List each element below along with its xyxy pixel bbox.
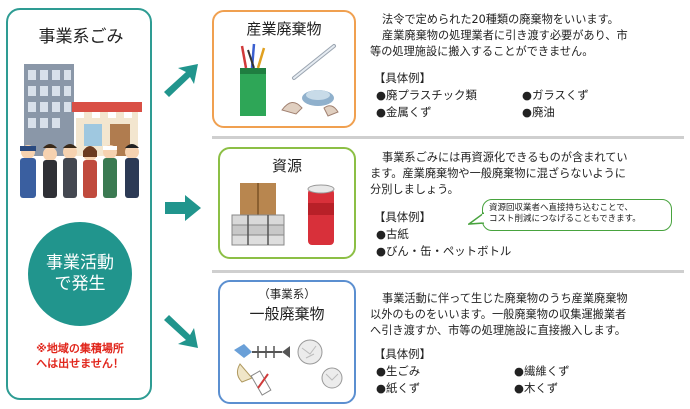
resources-example-2: ●びん・缶・ペットボトル — [376, 244, 512, 258]
industrial-examples-label: 【具体例】 — [374, 71, 431, 85]
general-example-4: ●木くず — [514, 381, 559, 395]
arrow-down-right-icon — [164, 315, 198, 348]
warning-line-1: ※地域の集積場所 — [36, 342, 124, 355]
general-example-3: ●紙くず — [376, 381, 421, 395]
general-waste-subtitle: （事業系） — [258, 287, 316, 301]
industrial-example-2: ●ガラスくず — [522, 88, 589, 102]
industrial-example-4: ●廃油 — [522, 105, 555, 119]
circle-line-1: 事業活動 — [46, 252, 114, 273]
general-waste-box: （事業系） 一般廃棄物 — [218, 280, 356, 404]
resources-box: 資源 — [218, 147, 356, 259]
industrial-waste-box: 産業廃棄物 — [212, 10, 356, 128]
resources-examples-label: 【具体例】 — [374, 210, 431, 224]
industrial-desc-line-1: 法令で定められた20種類の廃棄物をいいます。 — [382, 13, 619, 26]
general-waste-title: 一般廃棄物 — [249, 305, 325, 323]
collection-point-warning: ※地域の集積場所 へは出せません！ — [10, 342, 150, 372]
general-desc-line-1: 事業活動に伴って生じた廃棄物のうち産業廃棄物 — [382, 292, 628, 305]
resources-example-1: ●古紙 — [376, 227, 409, 241]
industrial-waste-illustration — [240, 43, 339, 117]
general-waste-illustration — [234, 339, 343, 396]
resources-desc-line-3: 分別しましょう。 — [370, 182, 459, 196]
general-example-2: ●繊維くず — [514, 364, 570, 378]
arrow-right-icon — [165, 195, 201, 221]
general-examples-label: 【具体例】 — [374, 347, 431, 361]
circle-line-2: で発生 — [54, 274, 106, 294]
business-activity-circle: 事業活動 で発生 — [28, 222, 132, 326]
industrial-example-3: ●金属くず — [376, 105, 432, 119]
industrial-waste-description: 法令で定められた20種類の廃棄物をいいます。 産業廃棄物の処理業者に引き渡す必要… — [370, 12, 686, 60]
industrial-example-1: ●廃プラスチック類 — [376, 88, 477, 102]
general-desc-line-3: へ引き渡すか、市等の処理施設に直接搬入します。 — [370, 323, 626, 337]
divider-2 — [212, 270, 684, 273]
general-waste-description: 事業活動に伴って生じた廃棄物のうち産業廃棄物 以外のものをいいます。一般廃棄物の… — [370, 291, 686, 339]
resources-description: 事業系ごみには再資源化できるものが含まれてい ます。産業廃棄物や一般廃棄物に混ざ… — [370, 150, 686, 198]
resources-desc-line-1: 事業系ごみには再資源化できるものが含まれてい — [382, 151, 628, 164]
industrial-desc-line-3: 等の処理施設に搬入することができません。 — [370, 44, 594, 58]
arrow-up-right-icon — [164, 64, 198, 97]
resources-note-bubble: 資源回収業者へ直接持ち込むことで、 コスト削減につなげることもできます。 — [482, 199, 672, 231]
industrial-desc-line-2: 産業廃棄物の処理業者に引き渡す必要があり、市 — [382, 28, 628, 42]
industrial-waste-title: 産業廃棄物 — [246, 20, 322, 38]
bubble-line-1: 資源回収業者へ直接持ち込むことで、 — [489, 203, 633, 213]
resources-illustration — [231, 183, 335, 246]
resources-title: 資源 — [271, 157, 302, 175]
divider-1 — [212, 136, 684, 139]
bubble-tail — [468, 212, 484, 225]
business-waste-panel: 事業系ごみ 事業活動 で発生 ※地域の集積場所 へは出せません！ — [6, 8, 152, 400]
general-example-1: ●生ごみ — [376, 364, 421, 378]
warning-line-2: へは出せません！ — [36, 356, 124, 370]
panel-title: 事業系ごみ — [38, 27, 124, 47]
bubble-line-2: コスト削減につなげることもできます。 — [489, 214, 641, 225]
general-desc-line-2: 以外のものをいいます。一般廃棄物の収集運搬業者 — [370, 307, 627, 321]
resources-desc-line-2: ます。産業廃棄物や一般廃棄物に混ざらないように — [370, 166, 626, 180]
office-workers-illustration — [20, 64, 142, 198]
